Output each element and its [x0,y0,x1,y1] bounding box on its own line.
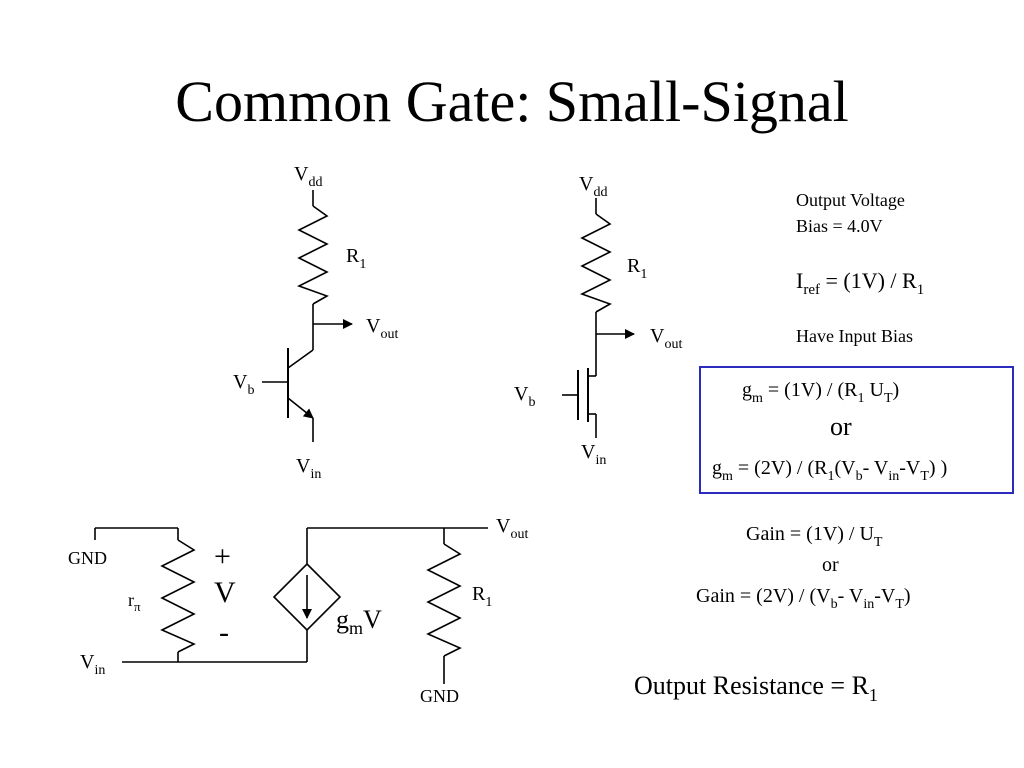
bjt-vdd-label: Vdd [294,163,322,190]
bjt-circuit [262,190,353,442]
bjt-vout-label: Vout [366,315,398,342]
ss-r1-label: R1 [472,583,492,610]
bjt-vin-label: Vin [296,455,321,482]
bjt-emitter-arrow [287,397,314,419]
bjt-vb-label: Vb [233,371,254,398]
iref-formula: Iref = (1V) / R1 [796,268,924,298]
mos-vdd-label: Vdd [579,173,607,200]
mos-r1-label: R1 [627,255,647,282]
bjt-collector-lead [287,349,314,369]
small-signal-circuit [94,527,488,684]
ss-gnd-bottom-label: GND [420,686,459,706]
input-bias-note: Have Input Bias [796,326,913,346]
gm-formula-1: gm = (1V) / (R1 UT) [742,379,899,406]
gain-formula-2: Gain = (2V) / (Vb- Vin-VT) [696,585,911,612]
output-voltage-bias: Bias = 4.0V [796,216,883,236]
ss-r1-resistor [426,543,462,657]
gain-formula-1: Gain = (1V) / UT [746,523,883,550]
slide-title: Common Gate: Small-Signal [175,69,849,134]
ss-gmv-label: gmV [336,605,382,638]
ss-v-label: V [214,576,236,609]
mos-r1-resistor [579,213,612,313]
ss-minus-sign: - [219,616,229,649]
mos-circuit [562,198,635,438]
gain-or: or [822,554,839,576]
ss-plus-sign: + [214,540,231,573]
gm-formula-box [699,366,1014,494]
mos-vin-label: Vin [581,441,606,468]
ss-rpi-resistor [160,539,196,653]
output-voltage-note: Output Voltage [796,190,905,210]
ss-rpi-label: rπ [128,590,141,614]
mos-vout-label: Vout [650,325,682,352]
gm-or: or [830,412,852,441]
mos-vb-label: Vb [514,383,535,410]
ss-vin-label: Vin [80,651,105,678]
bjt-r1-resistor [296,205,329,305]
ss-vout-label: Vout [496,515,528,542]
bjt-r1-label: R1 [346,245,366,272]
gm-formula-2: gm = (2V) / (R1(Vb- Vin-VT) ) [712,457,947,484]
output-resistance: Output Resistance = R1 [634,671,878,705]
ss-gnd-left-label: GND [68,548,107,568]
